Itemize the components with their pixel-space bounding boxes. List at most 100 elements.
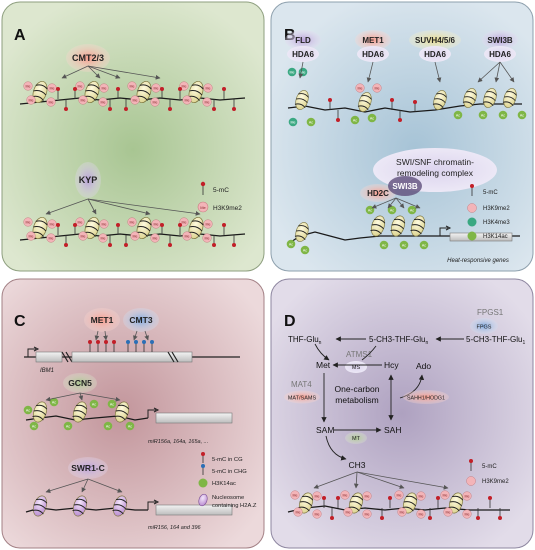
ac-mark-icon — [467, 231, 477, 241]
h3k9me2-mark: Me — [26, 95, 36, 105]
swr1c-enzyme — [68, 457, 108, 479]
nucleosome — [32, 401, 48, 423]
h3k14ac-mark: Ac — [286, 239, 296, 249]
svg-text:Me: Me — [205, 100, 210, 104]
methylation-pin — [212, 235, 216, 247]
sah-label: SAH — [384, 425, 401, 435]
legend-b-h3k14ac: H3K14ac — [483, 234, 508, 240]
h3k9me2-mark: Me — [203, 219, 213, 229]
methylation-pin — [390, 98, 394, 110]
h3k9me2-mark: Me — [397, 507, 407, 517]
arrow — [477, 61, 501, 83]
svg-text:Me: Me — [465, 494, 470, 498]
svg-text:Me: Me — [315, 494, 320, 498]
gene-box — [71, 351, 193, 363]
h3k4me3-mark: Me — [287, 67, 297, 77]
arrow — [133, 330, 138, 341]
h3k14ac-mark: Ac — [419, 240, 429, 250]
h3k9me2-mark: Me — [362, 509, 372, 519]
h3k9me2-mark: Me — [182, 231, 192, 241]
h3k14ac-mark: Ac — [89, 399, 99, 409]
arrow — [87, 198, 201, 216]
arrow — [366, 61, 374, 83]
h3k9me2-mark: Me — [47, 219, 57, 229]
svg-text:Ac: Ac — [110, 402, 114, 406]
b-top-enzyme — [285, 30, 321, 50]
svg-text:Ac: Ac — [32, 424, 36, 428]
svg-text:Me: Me — [206, 222, 211, 226]
h3k14ac-mark: Ac — [300, 245, 310, 255]
h3k9me2-mark: Me — [75, 217, 85, 227]
svg-text:Me: Me — [365, 494, 370, 498]
methylation-pin — [108, 99, 112, 111]
svg-text:Me: Me — [29, 234, 34, 238]
nucleosome — [114, 401, 130, 423]
svg-text:Ac: Ac — [501, 113, 505, 117]
nucleosome — [448, 492, 464, 514]
panel-b-legend: 5-mC H3K9me2 H3K4me3 H3K14ac — [467, 184, 510, 241]
methyl-pin-icon — [469, 459, 473, 463]
cmt23-enzyme — [66, 44, 110, 72]
h3k9me2-mark: Me — [372, 83, 382, 93]
methylation-pin — [73, 87, 77, 99]
gene-box — [155, 412, 233, 424]
h3k9me2-mark: Me — [47, 83, 57, 93]
svg-text:Ac: Ac — [422, 243, 426, 247]
h3k14ac-mark: Ac — [350, 115, 360, 125]
h3k14ac-mark: Ac — [107, 399, 117, 409]
nucleosome — [357, 92, 372, 112]
svg-text:Me: Me — [102, 222, 107, 226]
svg-text:Me: Me — [154, 86, 159, 90]
panel-b-background — [270, 1, 534, 272]
mir-genes-1-label: miR156a, 164a, 165a, ... — [148, 439, 208, 445]
me-mark-icon — [466, 476, 476, 486]
svg-text:Me: Me — [102, 86, 107, 90]
methylation-pin — [88, 340, 92, 352]
arrow — [356, 471, 405, 489]
h3k14ac-mark: Ac — [306, 117, 316, 127]
hda6-label: HDA6 — [489, 50, 511, 59]
svg-text:Ac: Ac — [303, 248, 307, 252]
chg-methyl-icon — [201, 464, 205, 468]
svg-text:Ac: Ac — [353, 118, 357, 122]
kyp-enzyme — [75, 162, 101, 198]
h3k9me2-mark: Me — [312, 491, 322, 501]
panel-a-background — [1, 1, 265, 272]
arrow — [78, 392, 84, 401]
svg-text:Me: Me — [81, 98, 86, 102]
arrow — [87, 65, 101, 79]
ibm1-gene — [24, 330, 240, 363]
h3k9me2-mark: Me — [78, 95, 88, 105]
arrow — [313, 471, 358, 489]
hda6-label: HDA6 — [292, 50, 314, 59]
methylation-pin — [178, 223, 182, 235]
nucleosome — [83, 216, 100, 240]
svg-text:Me: Me — [315, 512, 320, 516]
methylation-pin — [232, 99, 236, 111]
methylation-pin — [232, 235, 236, 247]
h3k9me2-mark: Me — [151, 83, 161, 93]
legend-b-h3k4me3: H3K4me3 — [483, 220, 510, 226]
svg-text:Me: Me — [185, 234, 190, 238]
complex-label-line1: SWI/SNF chromatin- — [396, 157, 474, 167]
nucleosome — [31, 80, 48, 104]
swi3b-bottom-enzyme — [388, 176, 422, 196]
svg-text:Ac: Ac — [456, 113, 460, 117]
nucleosome — [31, 216, 48, 240]
svg-text:Me: Me — [78, 84, 83, 88]
svg-text:Me: Me — [443, 493, 448, 497]
panel-c-legend: 5-mC in CG 5-mC in CHG H3K14ac Nucleosom… — [198, 452, 257, 509]
h3k9me2-mark: Me — [202, 233, 212, 243]
cg-methyl-icon — [201, 452, 205, 456]
arrow — [356, 471, 449, 490]
methylation-pin — [150, 340, 154, 352]
mat-sams-label: MAT/SAMS — [288, 396, 317, 402]
b-top-enzyme-label: SUVH4/5/6 — [415, 36, 456, 45]
nucleosome — [32, 495, 48, 517]
fpgs1-label: FPGS1 — [477, 308, 504, 317]
h3k14ac-mark: Ac — [478, 110, 488, 120]
svg-text:Ac: Ac — [390, 208, 394, 212]
